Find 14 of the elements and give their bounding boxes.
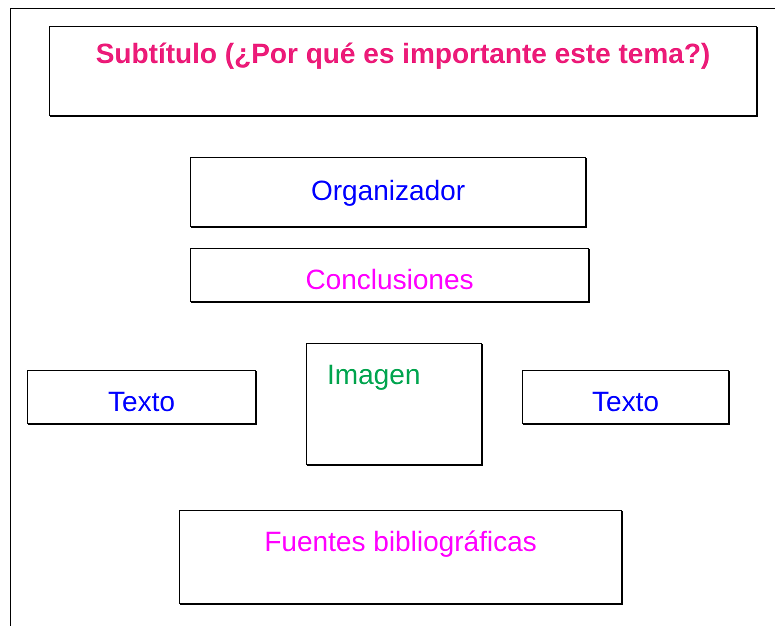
box-text: Imagen (327, 358, 422, 392)
box-text: Subtítulo (¿Por qué es importante este tema?) (94, 37, 712, 71)
text-box (190, 157, 586, 227)
text-box (522, 370, 729, 424)
box-text: Texto (591, 385, 660, 419)
text-box (306, 343, 482, 465)
text-box (27, 370, 256, 424)
box-text: Organizador (310, 174, 466, 208)
box-text: Conclusiones (304, 263, 475, 297)
text-box (190, 248, 589, 302)
box-text: Fuentes bibliográficas (263, 525, 538, 559)
box-text: Texto (107, 385, 176, 419)
text-box (179, 510, 622, 604)
text-box (49, 26, 757, 116)
